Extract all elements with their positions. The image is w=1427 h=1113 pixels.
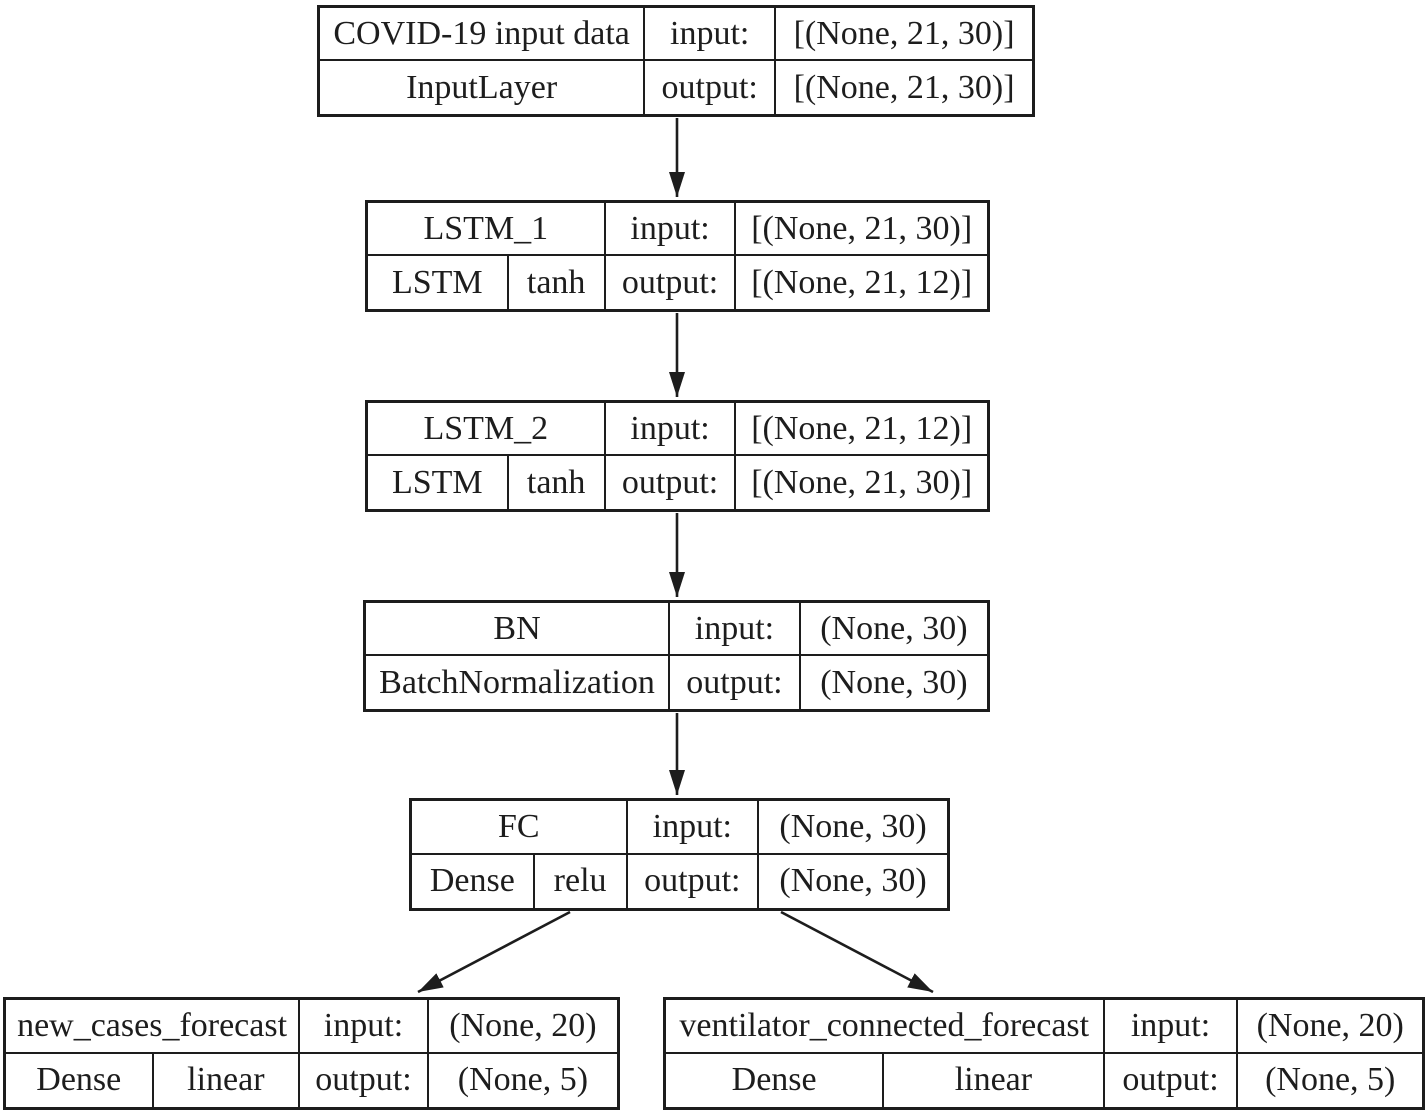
layer-node-lstm2: LSTM_2 input: [(None, 21, 12)] LSTM tanh… [365,400,990,512]
output-shape: [(None, 21, 12)] [751,263,973,301]
input-shape: (None, 30) [800,603,987,656]
activation: linear [154,1053,301,1107]
layer-class: InputLayer [320,61,646,114]
node-title: LSTM_2 [368,403,606,456]
output-shape: (None, 5) [457,1061,589,1099]
layer-class: BatchNormalization [366,656,671,709]
input-shape: (None, 20) [428,1000,617,1054]
layer-node-new-cases-forecast: new_cases_forecast input: (None, 20) Den… [3,997,620,1110]
activation: tanh [509,256,606,309]
activation: linear [884,1053,1105,1107]
layer-class: Dense [6,1053,154,1107]
layer-class: LSTM [368,256,509,309]
node-title: FC [412,801,628,855]
layer-node-fc: FC input: (None, 30) Dense relu output: … [409,798,950,911]
output-label: output: [1105,1053,1239,1107]
input-shape: [(None, 21, 12)] [736,403,987,456]
node-title: ventilator_connected_forecast [666,1000,1105,1054]
output-label: output: [628,854,760,908]
layer-class: Dense [412,854,535,908]
activation: relu [535,854,628,908]
output-label: output: [645,61,777,114]
output-shape: (None, 5) [1265,1061,1396,1099]
edge-fc-to-new-cases-forecast [417,910,571,994]
layer-class: Dense [666,1053,885,1107]
input-shape: (None, 20) [1238,1000,1422,1054]
output-shape: (None, 30) [820,663,968,701]
output-label: output: [300,1053,429,1107]
layer-node-ventilator-connected-forecast: ventilator_connected_forecast input: (No… [663,997,1425,1110]
layer-node-bn: BN input: (None, 30) BatchNormalization … [363,600,990,712]
layer-node-input: COVID-19 input data input: [(None, 21, 3… [317,5,1035,117]
input-shape: [(None, 21, 30)] [776,8,1032,61]
node-title: LSTM_1 [368,203,606,256]
input-label: input: [1104,1000,1239,1054]
input-label: input: [670,603,801,656]
input-label: input: [627,801,760,855]
input-label: input: [605,203,737,256]
output-shape: [(None, 21, 30)] [793,68,1015,106]
output-label: output: [606,456,737,509]
input-shape: [(None, 21, 30)] [736,203,987,256]
output-label: output: [670,656,801,709]
input-shape: (None, 30) [759,801,947,855]
node-title: COVID-19 input data [320,8,646,61]
input-label: input: [605,403,737,456]
layer-node-lstm1: LSTM_1 input: [(None, 21, 30)] LSTM tanh… [365,200,990,312]
node-title: BN [366,603,671,656]
node-title: new_cases_forecast [6,1000,301,1054]
edge-fc-to-ventilator-connected-forecast [780,910,934,994]
output-shape: (None, 30) [779,862,927,900]
input-label: input: [300,1000,429,1054]
input-label: input: [645,8,777,61]
activation: tanh [509,456,606,509]
output-shape: [(None, 21, 30)] [751,463,973,501]
output-label: output: [606,256,737,309]
layer-class: LSTM [368,456,509,509]
